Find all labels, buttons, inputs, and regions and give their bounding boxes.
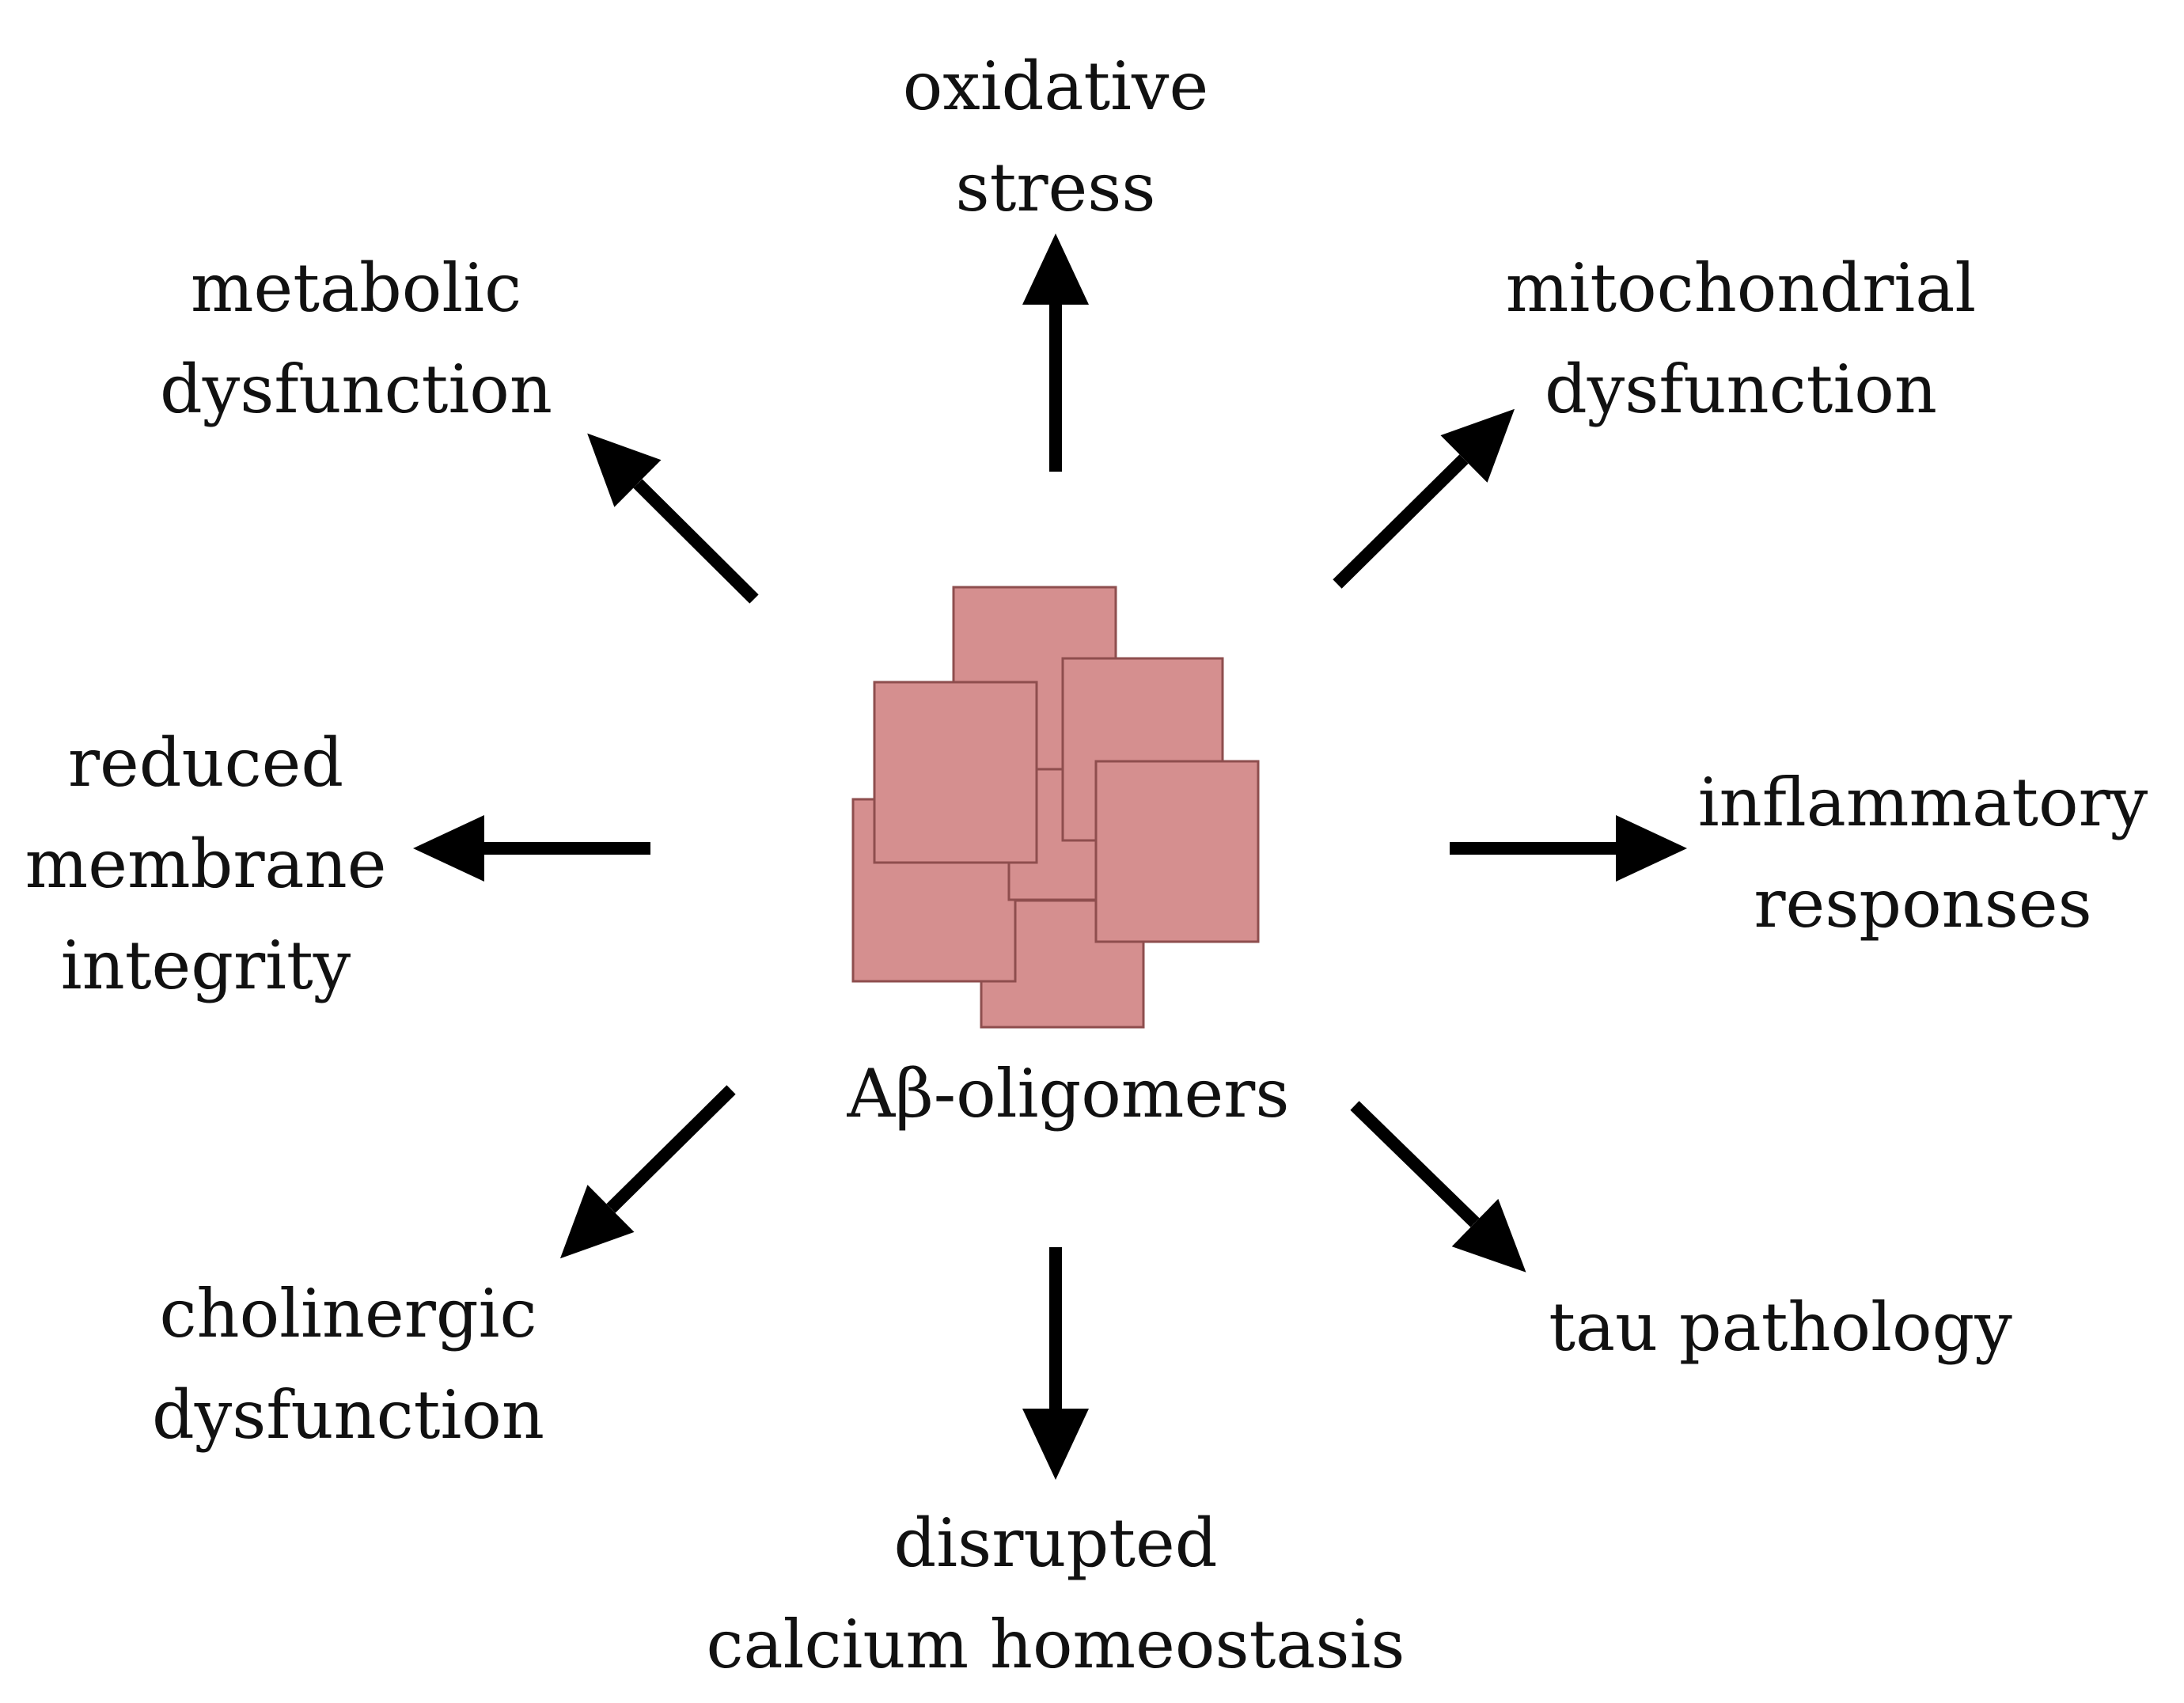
oligomer-square — [873, 681, 1038, 864]
oligomer-square — [1094, 760, 1260, 943]
arrow-mitochondrial-dysfunction — [1333, 408, 1515, 589]
arrow-cholinergic-dysfunction — [559, 1085, 736, 1259]
label-cholinergic-dysfunction: cholinergic dysfunction — [152, 1275, 544, 1454]
label-calcium-homeostasis: disrupted calcium homeostasis — [706, 1504, 1405, 1683]
label-inflammatory-responses: inflammatory responses — [1697, 764, 2148, 943]
label-mitochondrial-dysfunction: mitochondrial dysfunction — [1505, 249, 1977, 428]
label-membrane-integrity: reduced membrane integrity — [25, 724, 387, 1004]
label-abeta-oligomers: Aβ-oligomers — [847, 1055, 1290, 1132]
label-tau-pathology: tau pathology — [1549, 1288, 2012, 1366]
label-oxidative-stress: oxidative stress — [902, 47, 1209, 226]
arrow-metabolic-dysfunction — [587, 433, 759, 604]
arrow-tau-pathology — [1350, 1101, 1526, 1273]
label-metabolic-dysfunction: metabolic dysfunction — [160, 249, 552, 428]
abeta-oligomer-cluster — [851, 586, 1260, 1029]
